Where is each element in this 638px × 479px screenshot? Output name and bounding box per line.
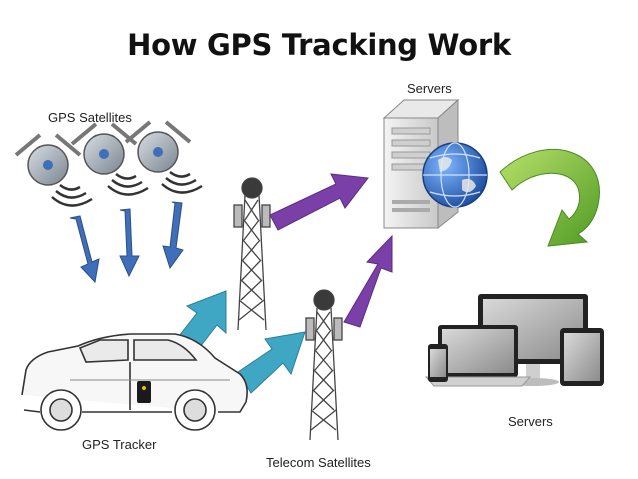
server-to-devices-arrow <box>499 148 600 247</box>
down-arrow-1 <box>69 215 100 284</box>
teal-arrow-2 <box>237 331 306 394</box>
purple-arrow-2 <box>343 234 393 328</box>
page-title: How GPS Tracking Work <box>127 28 511 62</box>
devices-group <box>424 294 604 387</box>
satellite-dish-icon <box>14 133 93 207</box>
globe-icon <box>422 142 488 208</box>
satellite-dish-icon <box>124 120 203 194</box>
gps-satellites-label: GPS Satellites <box>48 110 132 125</box>
tower-to-server-arrows <box>269 173 393 328</box>
tablet-icon <box>560 328 604 386</box>
gps-tracker-label: GPS Tracker <box>82 437 157 452</box>
down-arrow-3 <box>162 201 184 270</box>
servers-bottom-label: Servers <box>508 414 553 429</box>
servers-top-label: Servers <box>407 81 452 96</box>
laptop-icon <box>424 325 532 387</box>
cell-tower-icon <box>305 289 343 441</box>
down-arrow-2 <box>119 208 140 278</box>
cell-tower-icon <box>233 177 271 331</box>
phone-icon <box>428 344 448 382</box>
car-icon <box>21 333 248 431</box>
purple-arrow-1 <box>269 173 369 231</box>
gps-device-icon <box>137 381 151 403</box>
gps-signal-arrows <box>69 201 184 284</box>
satellite-dish-icon <box>70 122 149 196</box>
telecom-satellites-label: Telecom Satellites <box>266 455 371 470</box>
gps-satellites-group <box>14 120 203 207</box>
